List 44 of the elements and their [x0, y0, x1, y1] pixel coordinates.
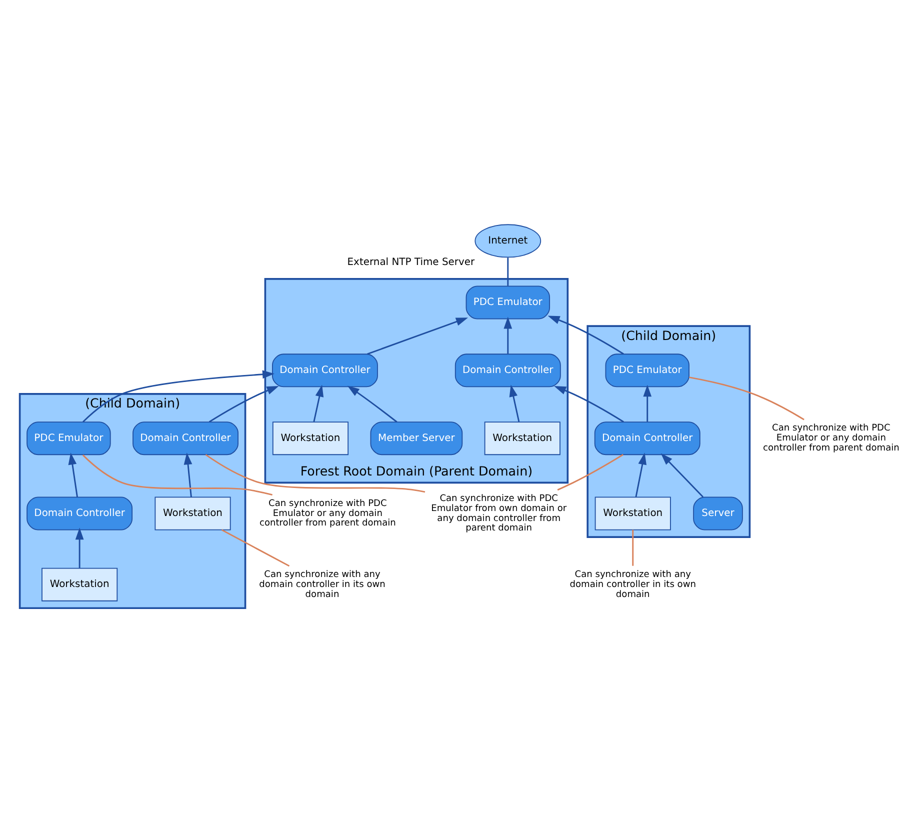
arrow: [75, 527, 84, 568]
node-text: Can synchronize with PDC Emulator or any domain controller from parent domain: [260, 498, 396, 528]
node-box: Workstation: [42, 567, 118, 601]
arrow: [313, 384, 324, 422]
node-box: Domain Controller: [26, 496, 133, 530]
node-box: Domain Controller: [454, 353, 561, 387]
arrow: [68, 452, 78, 497]
arrow: [548, 315, 624, 354]
node-box: PDC Emulator: [466, 285, 550, 319]
node-box: PDC Emulator: [26, 421, 111, 455]
connector: [221, 528, 290, 566]
arrow: [635, 452, 647, 497]
arrow: [367, 317, 468, 354]
arrow: [554, 386, 624, 422]
arrow: [660, 452, 704, 498]
node-text: Can synchronize with PDC Emulator or any domain controller from parent domain: [763, 423, 900, 454]
connector: [82, 454, 272, 496]
node-label: External NTP Time Server: [347, 256, 475, 268]
node-text: Can synchronize with any domain controller in its own domain: [570, 569, 696, 600]
arrow: [82, 370, 274, 422]
connector: [205, 454, 426, 492]
node-box: Workstation: [272, 421, 349, 455]
node-text: Can synchronize with PDC Emulator from own domain or any domain controller from parent domain: [431, 493, 567, 534]
connector: [689, 376, 804, 420]
node-box: Server: [693, 496, 743, 530]
connector: [507, 257, 509, 286]
node-box: Domain Controller: [594, 421, 700, 455]
node-box: Domain Controller: [272, 353, 378, 387]
node-box: Domain Controller: [132, 421, 238, 455]
node-box: Workstation: [154, 496, 231, 530]
arrow: [208, 386, 279, 422]
arrow: [504, 316, 512, 354]
arrow: [184, 452, 192, 497]
node-ellipse: Internet: [474, 224, 542, 258]
connector: [632, 529, 634, 566]
node-box: Workstation: [594, 496, 671, 530]
arrow: [509, 384, 520, 422]
connector: [557, 454, 624, 490]
node-box: Member Server: [370, 421, 463, 455]
arrow: [643, 384, 652, 422]
node-box: PDC Emulator: [605, 353, 690, 387]
node-box: Workstation: [484, 421, 560, 455]
arrow: [347, 385, 398, 422]
node-text: Can synchronize with any domain controller in its own domain: [259, 569, 386, 600]
